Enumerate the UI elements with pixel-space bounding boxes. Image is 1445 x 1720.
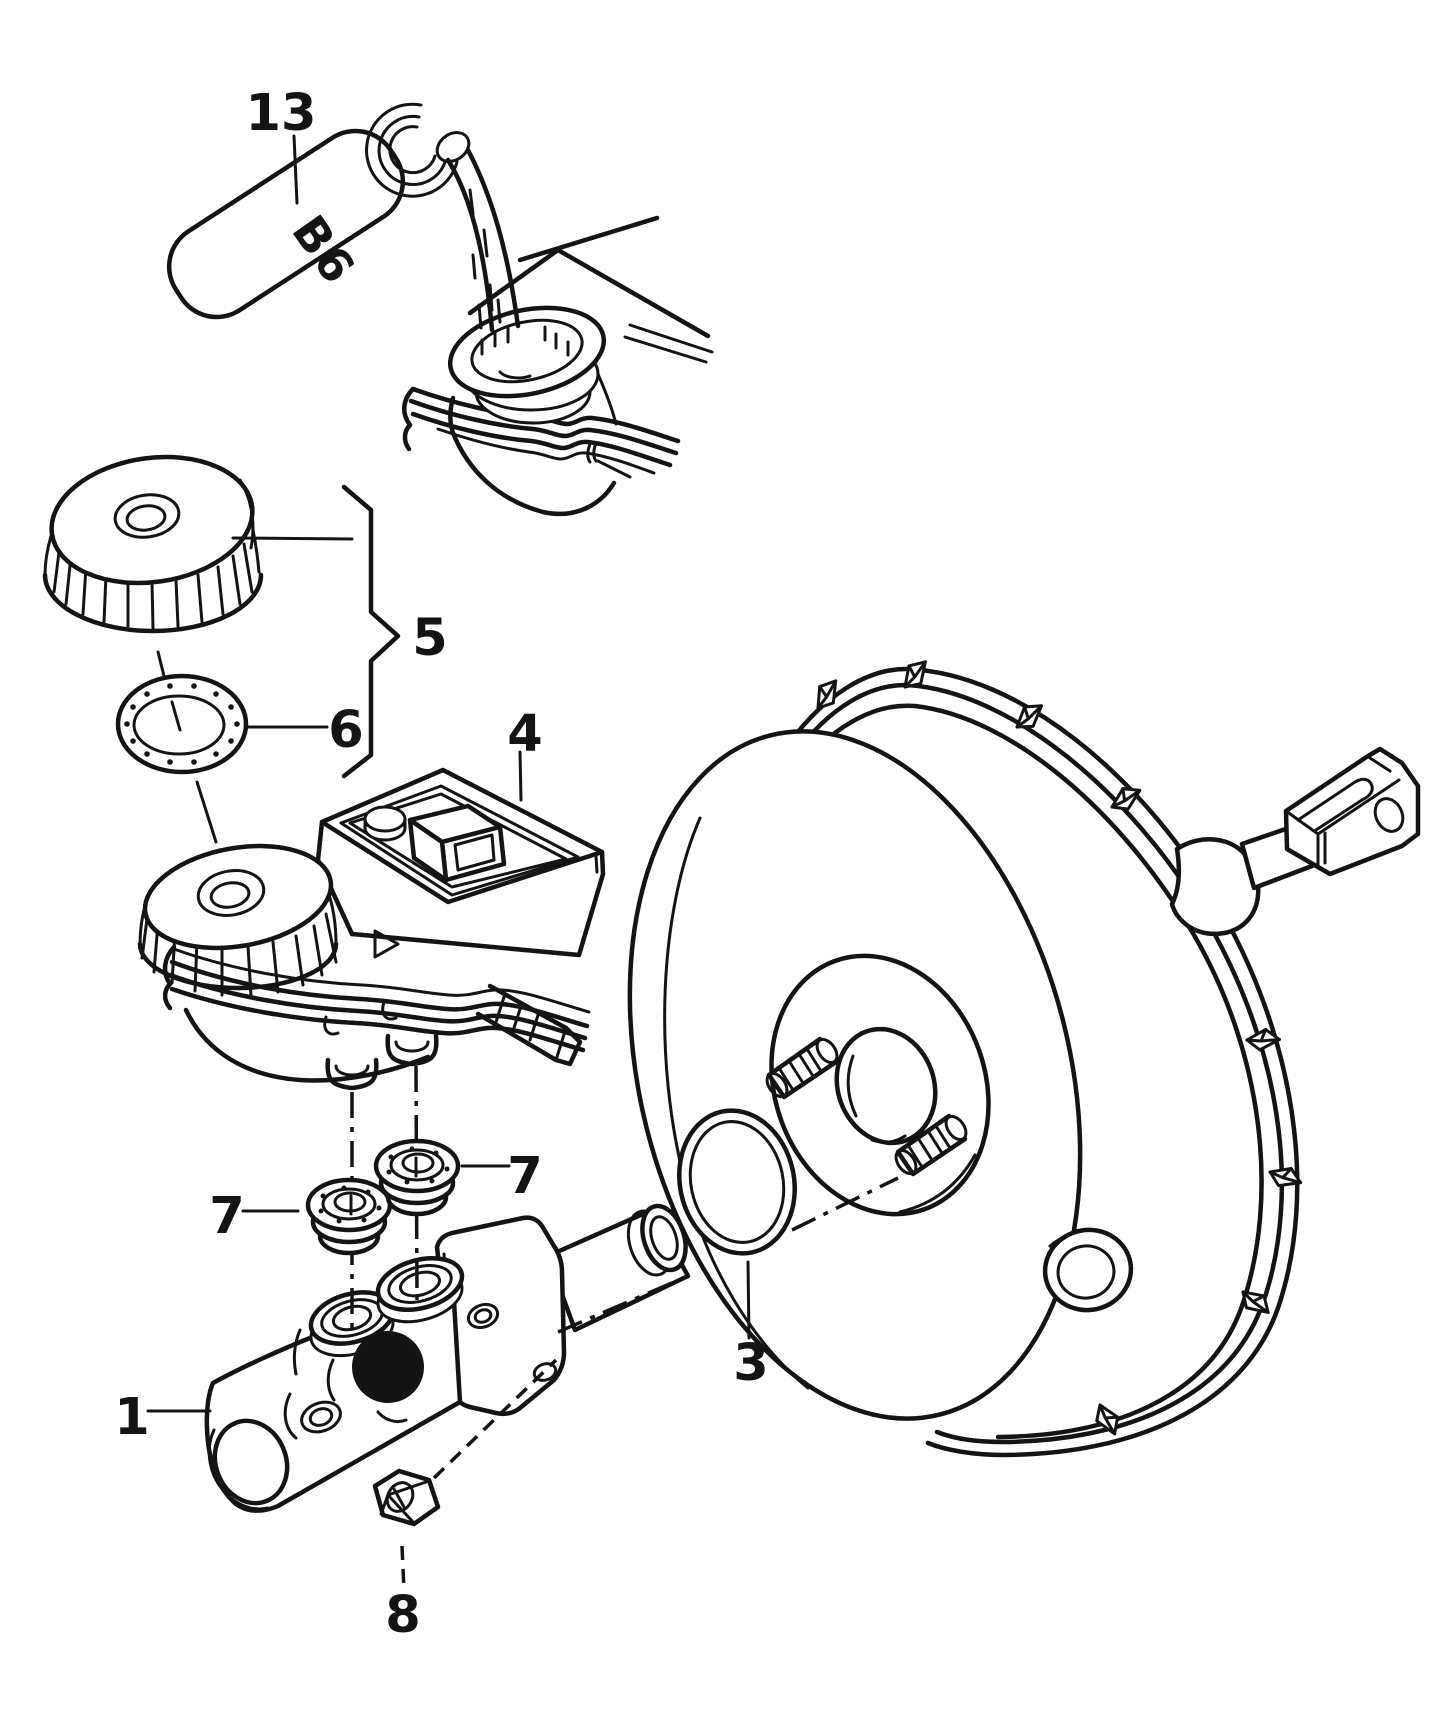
- bracket-5: [341, 484, 401, 779]
- callout-4: 4: [507, 705, 543, 764]
- reservoir-flange: [162, 944, 591, 1053]
- sealing-plug-right: [373, 1138, 461, 1217]
- reservoir-bottom: [183, 1007, 431, 1083]
- fluid-bottle: B6: [166, 102, 471, 320]
- plug-dots: [318, 1185, 382, 1224]
- reservoir-cap: [42, 454, 264, 634]
- reservoir-body-edges: [315, 819, 606, 958]
- bottle-spout: [435, 131, 471, 163]
- fluid-reservoir: 4: [137, 705, 606, 1091]
- callout-3: 3: [733, 1334, 769, 1393]
- seal-dots: [124, 683, 240, 765]
- sealing-plugs: 7 7: [209, 1065, 543, 1336]
- fluid-stream: [445, 147, 521, 333]
- vacuum-port: [1042, 1227, 1134, 1313]
- leader-line-3: [746, 1260, 751, 1340]
- reservoir-cap-and-seal: 5 6: [42, 454, 448, 844]
- plug-dots: [386, 1146, 450, 1185]
- seal-ring: [115, 673, 249, 775]
- reservoir-top-partial: [402, 215, 714, 517]
- leader-line-8: [400, 1545, 406, 1591]
- nut-axis-dashed: [432, 1358, 558, 1480]
- callout-13: 13: [246, 84, 317, 143]
- leader-line-4: [518, 750, 523, 802]
- body-boss-hole: [300, 1400, 342, 1434]
- strainer-marks: [480, 325, 570, 380]
- clevis-eye: [1373, 797, 1405, 833]
- hex-nut: [372, 1468, 441, 1527]
- servo-stud-lower: [894, 1113, 968, 1177]
- oring-and-axis: 3: [557, 1036, 968, 1393]
- cylinder-bore: [212, 1418, 290, 1506]
- pushrod-boot: [1169, 837, 1261, 937]
- servo-stud-upper: [765, 1036, 839, 1100]
- axis-line: [195, 780, 218, 844]
- cylinder-snout: [545, 1203, 691, 1333]
- filler-neck-rim: [447, 305, 607, 399]
- servo-band: [798, 703, 1264, 1440]
- callout-5: 5: [412, 609, 448, 668]
- highlight-dot: [352, 1331, 424, 1403]
- callout-6: 6: [328, 701, 364, 760]
- sensor-boss: [475, 983, 583, 1067]
- cylinder-body: [204, 1265, 463, 1513]
- assembly-axis: [791, 1176, 899, 1232]
- leader-line-13: [292, 134, 299, 205]
- callout-7-right: 7: [507, 1147, 543, 1206]
- callout-1: 1: [114, 1388, 150, 1447]
- callout-7-left: 7: [209, 1187, 245, 1246]
- sealing-plug-left: [305, 1177, 393, 1256]
- brake-servo: [627, 654, 1421, 1458]
- warning-triangle-icon: [373, 929, 400, 959]
- master-cylinder: 8 1: [114, 1203, 691, 1645]
- reservoir-mounted-cap: [137, 843, 339, 998]
- leader-line-5: [231, 536, 354, 541]
- reservoir-top-fittings: [363, 803, 507, 883]
- cap-ribs: [52, 542, 254, 630]
- cap-ribs: [140, 909, 338, 998]
- flange-stud-hole: [466, 1302, 500, 1330]
- assembly-axis: [557, 1274, 689, 1334]
- pushrod-assembly: [1169, 746, 1421, 937]
- o-ring: [677, 1108, 797, 1256]
- callout-8: 8: [385, 1586, 421, 1645]
- fluid-filling-illustration: B6 13: [166, 84, 714, 517]
- reservoir-outlet-stubs: [325, 1033, 439, 1091]
